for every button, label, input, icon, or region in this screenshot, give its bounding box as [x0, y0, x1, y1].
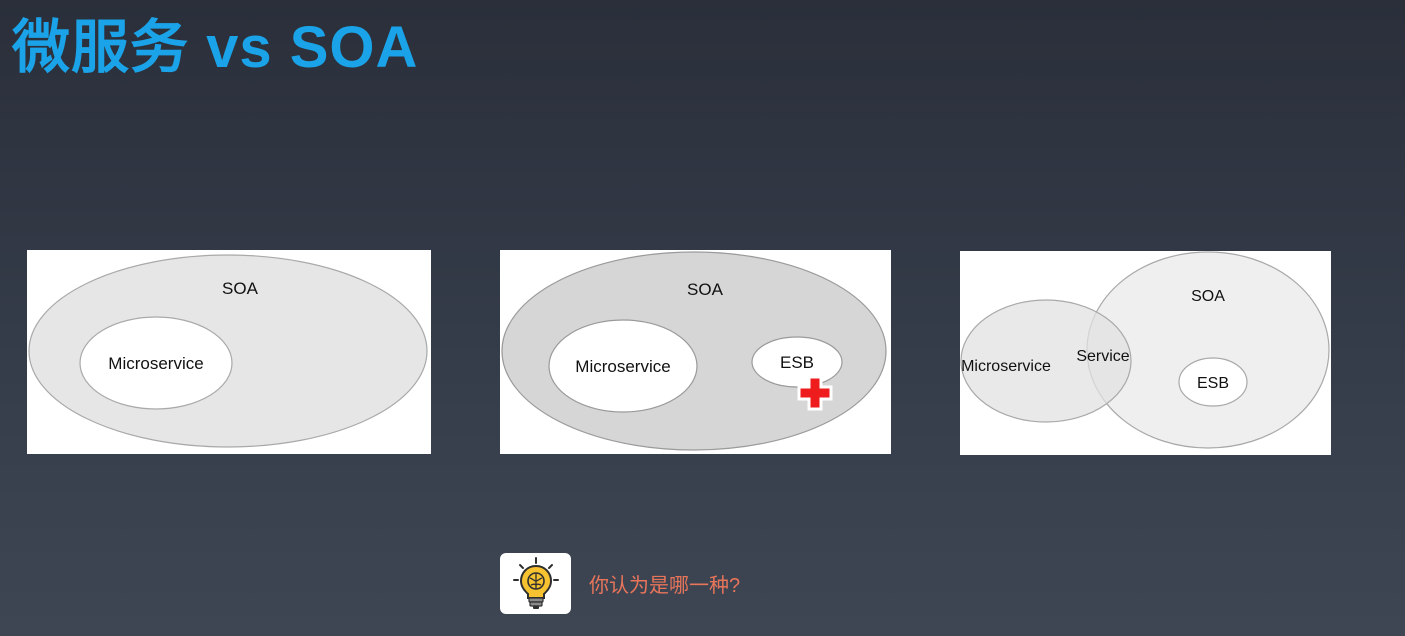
lightbulb-icon	[512, 557, 559, 609]
slide-title: 微服务 vs SOA	[12, 15, 419, 80]
diagram-2-canvas: SOA Microservice ESB	[501, 251, 887, 451]
soa-label: SOA	[687, 280, 724, 299]
soa-label: SOA	[1191, 288, 1225, 305]
diagram-3-canvas: SOA Microservice Service ESB	[960, 251, 1330, 449]
microservice-ellipse	[548, 319, 698, 413]
esb-ellipse	[1178, 357, 1248, 407]
diagram-microservice-subset-of-soa: SOA Microservice	[27, 250, 431, 454]
red-cross-icon	[797, 375, 833, 411]
question-row: 你认为是哪一种?	[500, 552, 740, 614]
diagram-microservice-and-esb-in-soa: SOA Microservice ESB	[500, 250, 891, 454]
lightbulb-badge	[500, 552, 571, 614]
diagram-microservice-soa-overlap: SOA Microservice Service ESB	[960, 251, 1331, 455]
esb-label: ESB	[780, 353, 814, 372]
microservice-ellipse	[960, 299, 1132, 423]
diagram-1-canvas: SOA Microservice	[28, 254, 428, 448]
microservice-label: Microservice	[108, 354, 203, 373]
service-label: Service	[1076, 348, 1129, 365]
microservice-label: Microservice	[575, 357, 670, 376]
microservice-ellipse	[79, 316, 233, 410]
esb-ellipse	[751, 336, 843, 388]
microservice-label: Microservice	[961, 358, 1051, 375]
esb-label: ESB	[1197, 375, 1229, 392]
soa-label: SOA	[222, 279, 259, 298]
question-text: 你认为是哪一种?	[589, 574, 741, 597]
